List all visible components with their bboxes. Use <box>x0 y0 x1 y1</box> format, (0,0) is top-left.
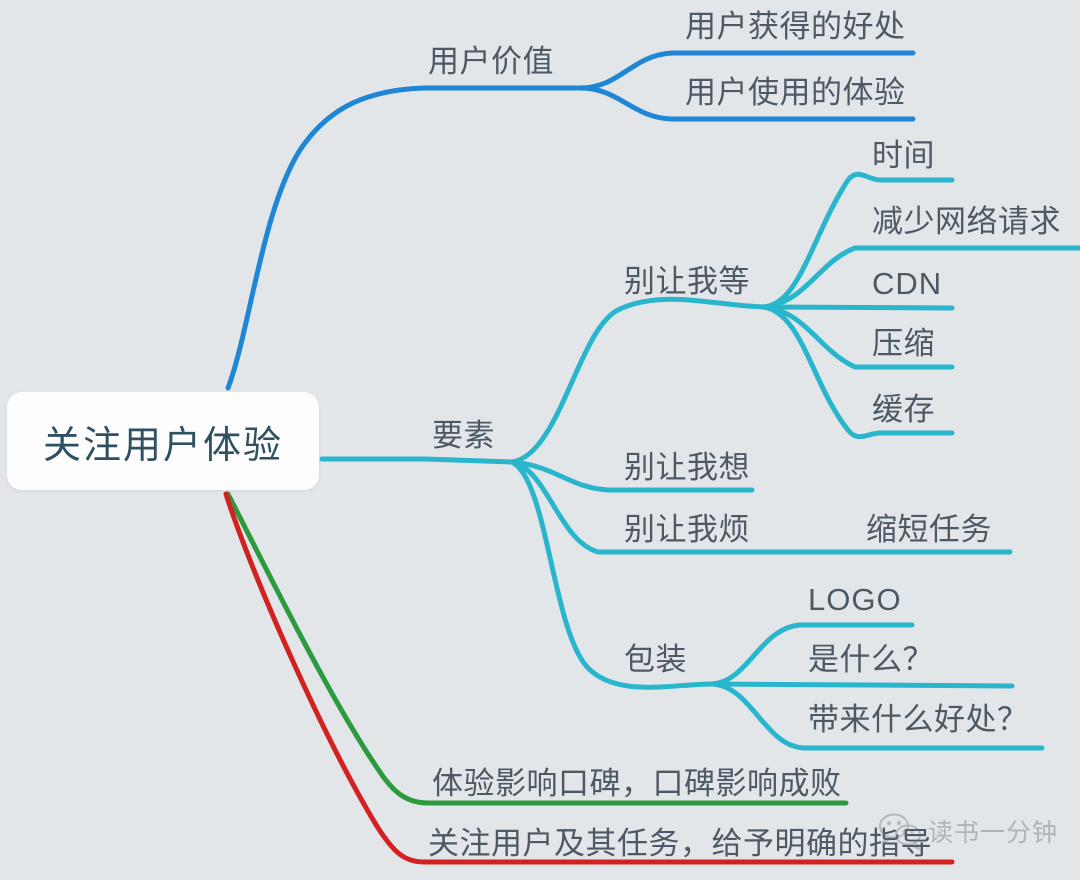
node-logo[interactable]: LOGO <box>808 582 902 617</box>
node-compression[interactable]: 压缩 <box>872 326 935 361</box>
node-time[interactable]: 时间 <box>872 138 935 173</box>
node-cache[interactable]: 缓存 <box>872 392 935 427</box>
node-dont-make-me-think[interactable]: 别让我想 <box>624 450 750 485</box>
connector-guidance <box>223 491 955 865</box>
node-user-benefit[interactable]: 用户获得的好处 <box>685 9 906 44</box>
root-node-label: 关注用户体验 <box>42 424 283 467</box>
watermark-text: 读书一分钟 <box>928 819 1059 847</box>
connector-reputation <box>225 491 849 806</box>
watermark: 读书一分钟 <box>878 812 1058 850</box>
node-elements[interactable]: 要素 <box>432 418 495 453</box>
node-what-benefit[interactable]: 带来什么好处？ <box>808 702 1029 737</box>
node-experience-reputation[interactable]: 体验影响口碑，口碑影响成败 <box>432 766 842 801</box>
node-cdn[interactable]: CDN <box>872 266 943 301</box>
root-node[interactable]: 关注用户体验 <box>7 392 319 490</box>
node-focus-user-tasks[interactable]: 关注用户及其任务，给予明确的指导 <box>428 826 932 861</box>
node-reduce-requests[interactable]: 减少网络请求 <box>872 204 1061 239</box>
wechat-icon <box>879 813 921 850</box>
node-user-experience[interactable]: 用户使用的体验 <box>685 75 906 110</box>
node-user-value[interactable]: 用户价值 <box>428 44 554 79</box>
node-what-is-it[interactable]: 是什么？ <box>808 642 934 677</box>
node-packaging[interactable]: 包装 <box>624 642 687 677</box>
node-dont-annoy-me[interactable]: 别让我烦 <box>624 512 750 547</box>
node-shorten-task[interactable]: 缩短任务 <box>866 512 992 547</box>
node-dont-make-me-wait[interactable]: 别让我等 <box>624 264 750 299</box>
connector-elements <box>319 171 1080 751</box>
connector-user-value <box>225 50 916 391</box>
